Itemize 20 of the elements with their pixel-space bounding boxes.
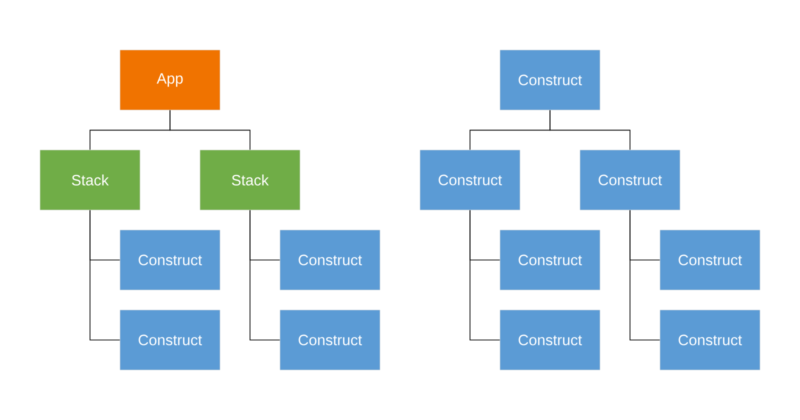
construct-box: Construct bbox=[120, 310, 220, 370]
connector-line bbox=[250, 210, 280, 340]
construct-box: Construct bbox=[280, 230, 380, 290]
construct-box: Construct bbox=[120, 230, 220, 290]
connector-line bbox=[550, 110, 630, 150]
stack-box: Stack bbox=[200, 150, 300, 210]
construct-box: Construct bbox=[280, 310, 380, 370]
connector-line bbox=[630, 210, 660, 340]
connector-line bbox=[90, 210, 120, 340]
construct-box: Construct bbox=[500, 310, 600, 370]
construct-box: Construct bbox=[660, 230, 760, 290]
construct-box: Construct bbox=[500, 50, 600, 110]
connector-line bbox=[170, 110, 250, 150]
app-box: App bbox=[120, 50, 220, 110]
construct-box: Construct bbox=[420, 150, 520, 210]
stack-box: Stack bbox=[40, 150, 140, 210]
construct-box: Construct bbox=[660, 310, 760, 370]
connector-line bbox=[470, 210, 500, 340]
construct-box: Construct bbox=[500, 230, 600, 290]
construct-box: Construct bbox=[580, 150, 680, 210]
